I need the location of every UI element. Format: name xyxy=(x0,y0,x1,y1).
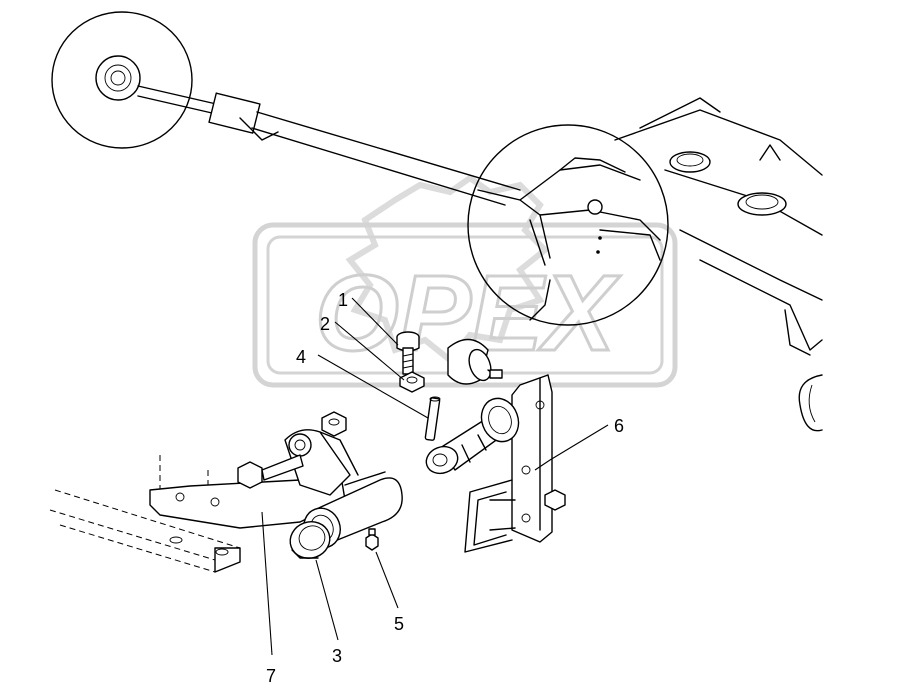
pin-part-4 xyxy=(424,396,441,441)
disc-hub xyxy=(95,55,141,101)
watermark-gear xyxy=(345,174,550,365)
disc-hub-inner xyxy=(104,64,132,92)
machine-frame xyxy=(614,97,823,432)
leader-5 xyxy=(375,551,399,609)
callout-label-4: 4 xyxy=(296,347,306,367)
watermark-frame-outer xyxy=(252,222,678,388)
drive-shaft xyxy=(137,85,226,117)
bushing-part-3 xyxy=(289,521,331,559)
callout-label-1: 1 xyxy=(338,290,348,310)
bracket-with-pivot-shaft-part-6 xyxy=(425,374,566,553)
leader-4 xyxy=(317,354,429,419)
disc-and-shaft-assembly xyxy=(51,11,521,206)
leader-lines xyxy=(261,297,609,656)
detail-magnifier-circle xyxy=(467,124,669,326)
callout-label-7: 7 xyxy=(266,666,276,686)
leader-1 xyxy=(351,297,399,346)
callout-label-2: 2 xyxy=(320,314,330,334)
leader-6 xyxy=(534,424,609,471)
frame-wheel xyxy=(798,374,823,432)
disc xyxy=(51,11,193,149)
callout-label-3: 3 xyxy=(332,646,342,666)
leader-3 xyxy=(315,559,339,641)
leader-7 xyxy=(261,511,273,656)
rubber-bump-stop xyxy=(447,338,503,385)
callout-label-6: 6 xyxy=(614,416,624,436)
callout-labels: 1 2 4 6 5 3 7 xyxy=(266,290,624,686)
lever-arm-part-7 xyxy=(149,411,403,549)
callout-label-5: 5 xyxy=(394,614,404,634)
nut-part-2 xyxy=(399,371,425,393)
leader-2 xyxy=(334,321,405,381)
mounting-rail xyxy=(49,455,241,573)
grease-nipple-part-5 xyxy=(365,528,379,551)
bolt-part-1 xyxy=(396,331,420,375)
